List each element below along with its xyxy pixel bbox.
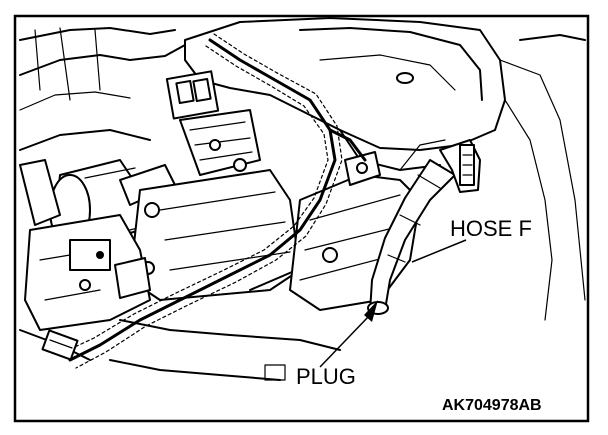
- figure-code: AK704978AB: [442, 397, 542, 414]
- engine-illustration: [19, 17, 586, 381]
- plug-marker: [364, 300, 378, 322]
- hose-leader-line: [411, 239, 467, 263]
- plug-leader-line: [319, 314, 371, 368]
- hose-f-label: HOSE F: [450, 216, 532, 241]
- figure-frame: [13, 14, 590, 423]
- plug-label: PLUG: [296, 364, 356, 389]
